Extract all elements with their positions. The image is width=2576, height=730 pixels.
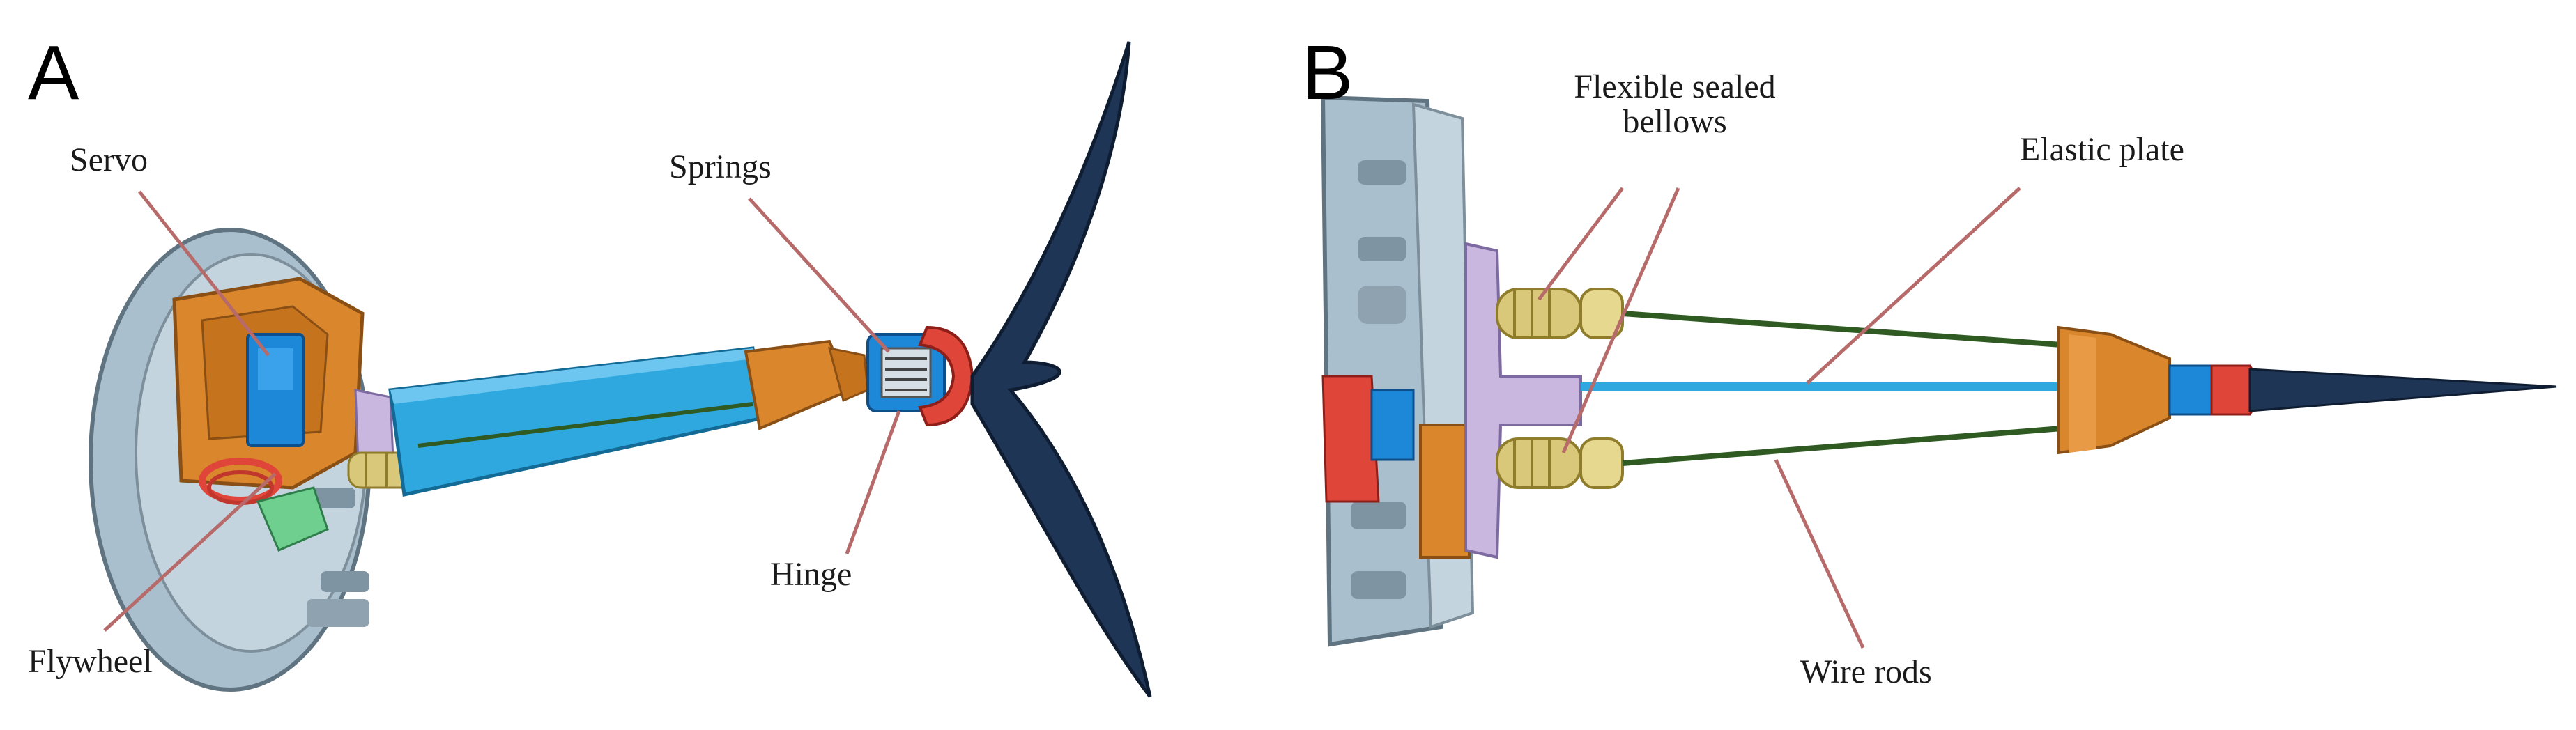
hinge — [918, 325, 974, 427]
servo — [246, 333, 305, 447]
panel-a-diagram — [89, 41, 1152, 698]
wire-rods — [1622, 311, 2062, 466]
label-elastic-plate: Elastic plate — [2020, 131, 2184, 168]
main-shaft — [388, 346, 765, 497]
label-wire-rods: Wire rods — [1800, 653, 1932, 690]
servo-side — [1370, 389, 1415, 461]
panel-letter-a: A — [28, 30, 79, 116]
bellows-upper — [1496, 288, 1624, 339]
label-bellows: Flexible sealed bellows — [1525, 68, 1825, 141]
panel-b-diagram — [1320, 95, 2557, 649]
panel-a: A Servo Springs Hinge Flywheel — [28, 30, 1152, 698]
gearbox-side — [1419, 424, 1471, 559]
mounting-plate — [1464, 242, 1582, 559]
leader-lines-a — [103, 190, 901, 632]
leader-lines-b — [1538, 187, 2021, 649]
label-servo: Servo — [70, 141, 148, 178]
tail-fin-side — [2248, 368, 2557, 412]
springs-assembly — [866, 333, 946, 412]
label-bellows-line1: Flexible sealed — [1574, 68, 1776, 105]
label-hinge: Hinge — [770, 556, 852, 593]
panel-b: B Flexible sealed bellows Elastic plate … — [1288, 0, 2576, 730]
label-springs: Springs — [669, 148, 772, 185]
tail-fin — [970, 41, 1152, 698]
green-bracket — [256, 486, 329, 552]
hinge-blue — [2168, 364, 2213, 416]
flywheel — [199, 458, 282, 505]
panel-letter-b: B — [1302, 30, 1354, 116]
label-bellows-line2: bellows — [1623, 103, 1727, 141]
bellows-lower — [1496, 437, 1624, 489]
housing-side — [1320, 95, 1475, 647]
red-part — [1321, 375, 1380, 503]
label-flywheel: Flywheel — [28, 643, 153, 680]
